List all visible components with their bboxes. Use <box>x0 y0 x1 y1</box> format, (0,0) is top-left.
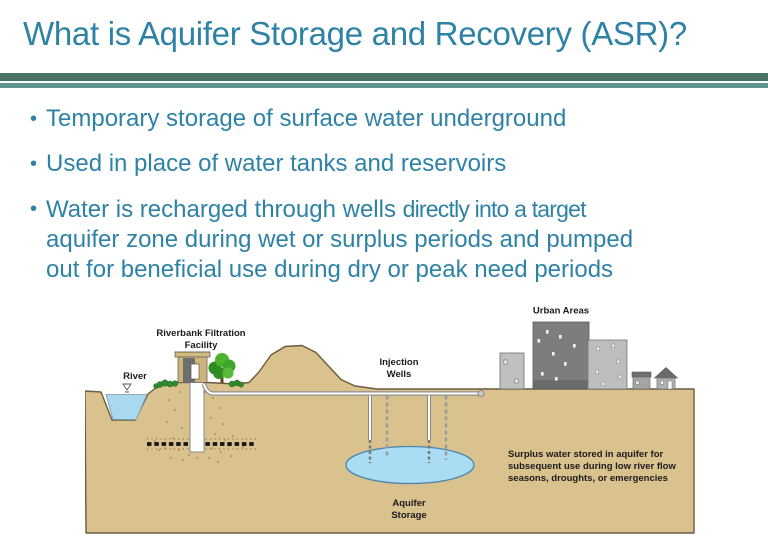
bullet-line-1-main: Water is recharged through wells <box>46 196 403 223</box>
tree <box>208 353 236 383</box>
bullet-item-2: • Used in place of water tanks and reser… <box>30 149 506 179</box>
bullet-line-2: aquifer zone during wet or surplus perio… <box>46 226 634 253</box>
caisson-shaft <box>189 381 205 453</box>
bullet-text: Water is recharged through wells directl… <box>46 194 633 285</box>
label-riverbank-facility: Riverbank Filtration <box>156 328 245 339</box>
label-river: River <box>123 371 147 382</box>
bullet-line-1-alt: directly into a target <box>402 196 587 222</box>
facility-door <box>190 363 200 380</box>
bullet-item-1: • Temporary storage of surface water und… <box>30 104 566 134</box>
filtration-facility-building <box>174 351 211 383</box>
urban-buildings <box>499 321 679 390</box>
title-divider-teal <box>0 83 768 88</box>
label-aquifer-storage: Aquifer <box>392 498 426 509</box>
bullet-text: Used in place of water tanks and reservo… <box>46 150 507 177</box>
label-riverbank-facility-2: Facility <box>185 340 218 351</box>
surplus-note-line-1: Surplus water stored in aquifer for <box>508 449 663 460</box>
bullet-marker: • <box>30 153 38 175</box>
bullet-line-3: out for beneficial use during dry or pea… <box>46 256 614 283</box>
bullet-marker: • <box>30 108 38 130</box>
house <box>653 367 679 390</box>
surplus-note-line-2: subsequent use during low river flow <box>508 461 676 472</box>
asr-diagram: Riverbank Filtration Facility River Inje… <box>85 306 695 534</box>
aquifer-storage-zone <box>345 445 475 485</box>
transfer-pipe <box>201 383 485 397</box>
surplus-note-line-3: seasons, droughts, or emergencies <box>508 473 668 484</box>
label-urban-areas: Urban Areas <box>533 306 589 317</box>
bullet-item-3: • Water is recharged through wells direc… <box>30 194 633 285</box>
bushes <box>153 379 244 389</box>
river-water <box>105 394 148 420</box>
label-injection-wells-2: Wells <box>387 369 412 380</box>
page-title: What is Aquifer Storage and Recovery (AS… <box>23 15 687 52</box>
title-divider-dark <box>0 73 768 81</box>
bullet-line-1: Water is recharged through wells directl… <box>46 194 633 225</box>
bullet-text: Temporary storage of surface water under… <box>46 105 567 132</box>
bullet-marker: • <box>30 198 38 220</box>
water-level-icon <box>122 383 132 393</box>
label-aquifer-storage-2: Storage <box>391 510 426 521</box>
label-injection-wells: Injection <box>379 357 418 368</box>
